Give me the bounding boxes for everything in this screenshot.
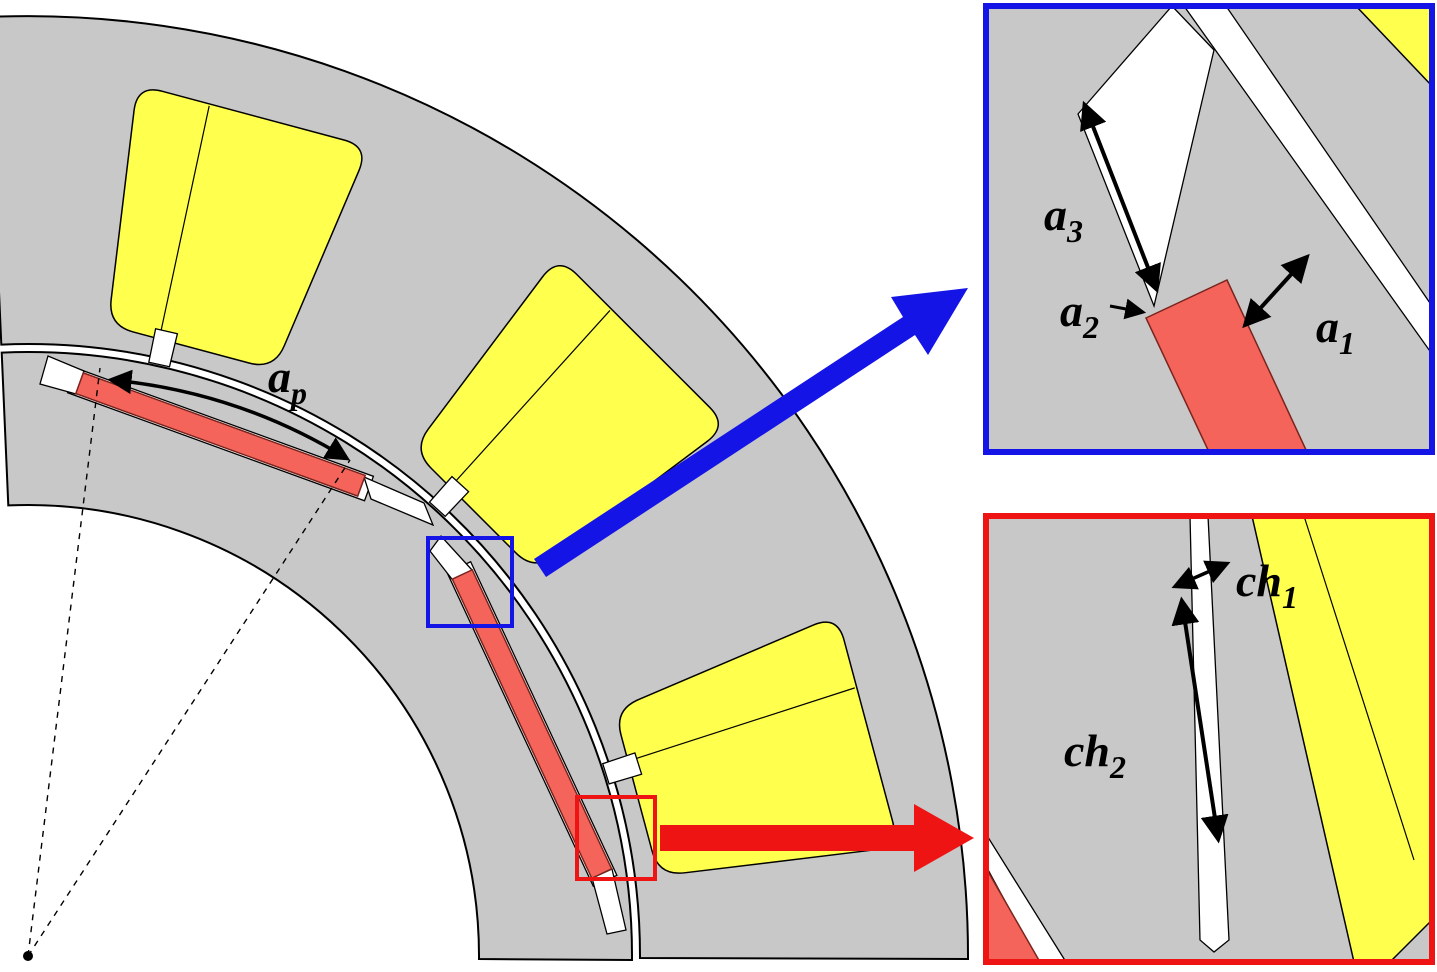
- label-ch2: ch2: [1064, 725, 1126, 785]
- a3-arrow: [1080, 100, 1161, 294]
- label-pole-arc: ap: [268, 351, 307, 411]
- inset2-slot-divider: [1303, 515, 1415, 861]
- stator-slot-1: [110, 89, 363, 366]
- ch1-arrow: [1171, 560, 1231, 590]
- detail-box-red: [575, 795, 657, 881]
- slot-divider: [451, 310, 611, 487]
- pole-dashed-line-right: [27, 459, 351, 957]
- callout-arrow-red: [660, 804, 974, 872]
- inset2-border: [983, 513, 1435, 965]
- slot-opening-3: [601, 752, 643, 785]
- inset-magnet-end-detail: a3 a2 a1: [983, 3, 1435, 455]
- label-a1: a1: [1316, 301, 1355, 361]
- label-a2: a2: [1060, 285, 1099, 345]
- stator-slot-3: [618, 621, 895, 874]
- ch2-arrow: [1171, 596, 1229, 844]
- detail-box-blue: [426, 536, 514, 628]
- magnet-2: [451, 568, 613, 880]
- a1-arrow: [1242, 253, 1310, 329]
- slot-opening-2: [428, 475, 470, 518]
- callout-arrow-blue: [534, 288, 968, 577]
- rotation-center-dot: [23, 951, 33, 961]
- flux-barrier-2: [362, 475, 435, 527]
- inset-slot-opening-detail: ch1 ch2: [983, 513, 1435, 965]
- label-ch1: ch1: [1236, 555, 1298, 615]
- pole-arc-arrow: [107, 369, 351, 461]
- label-a3: a3: [1044, 189, 1083, 249]
- slot-opening-1: [148, 328, 179, 368]
- pole-dashed-line-left: [27, 367, 101, 957]
- inset1-border: [983, 3, 1435, 455]
- slot-divider: [159, 105, 210, 338]
- a2-arrow: [1109, 298, 1147, 320]
- slot-winding: [110, 89, 363, 366]
- slot-winding: [618, 621, 895, 874]
- slot-divider: [629, 687, 855, 762]
